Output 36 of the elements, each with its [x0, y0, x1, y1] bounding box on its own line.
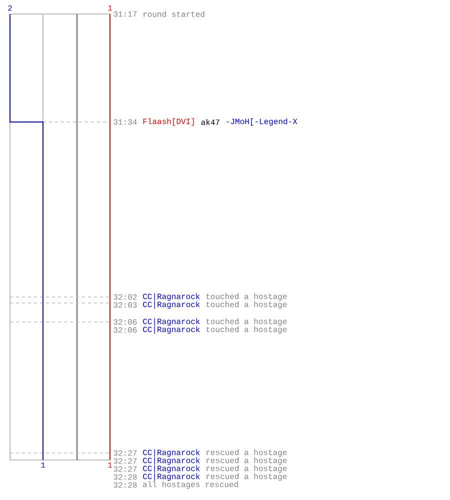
timestamp: 32:06 [114, 327, 137, 333]
log-text: -JMoH[-Legend-X [226, 118, 298, 126]
player-count: 1 [108, 462, 112, 468]
log-text: touched a hostage [206, 293, 287, 301]
log-text: ak47 [201, 119, 220, 125]
timestamp: 32:06 [114, 319, 137, 325]
log-text: CC|Ragnarock [143, 301, 200, 309]
log-text: all hostages rescued [143, 481, 238, 489]
log-text: CC|Ragnarock [143, 473, 200, 481]
log-text: touched a hostage [206, 326, 287, 334]
log-text: CC|Ragnarock [143, 326, 200, 334]
timestamp: 32:27 [114, 458, 137, 464]
log-text: touched a hostage [206, 318, 287, 326]
timestamp: 32:03 [114, 302, 137, 308]
player-count: 2 [8, 5, 12, 11]
player-count: 1 [108, 5, 112, 11]
timestamp: 32:27 [114, 450, 137, 456]
log-text: CC|Ragnarock [143, 293, 200, 301]
log-text: CC|Ragnarock [143, 457, 200, 465]
log-text: rescued a hostage [206, 465, 287, 473]
player-count: 1 [41, 462, 45, 468]
log-text: rescued a hostage [206, 449, 287, 457]
log-text: rescued a hostage [206, 473, 287, 481]
log-text: CC|Ragnarock [143, 318, 200, 326]
timestamp: 32:27 [114, 466, 137, 472]
log-text: Flaash[DVI] [143, 118, 194, 126]
log-text: round started [144, 11, 204, 17]
timestamp: 32:28 [114, 474, 137, 480]
timestamp: 31:17 [114, 11, 137, 17]
log-text: CC|Ragnarock [143, 449, 200, 457]
timestamp: 32:02 [114, 294, 137, 300]
timestamp: 31:34 [114, 119, 137, 125]
log-text: rescued a hostage [206, 457, 287, 465]
timestamp: 32:28 [114, 482, 137, 488]
log-text: touched a hostage [206, 301, 287, 309]
log-text: CC|Ragnarock [143, 465, 200, 473]
